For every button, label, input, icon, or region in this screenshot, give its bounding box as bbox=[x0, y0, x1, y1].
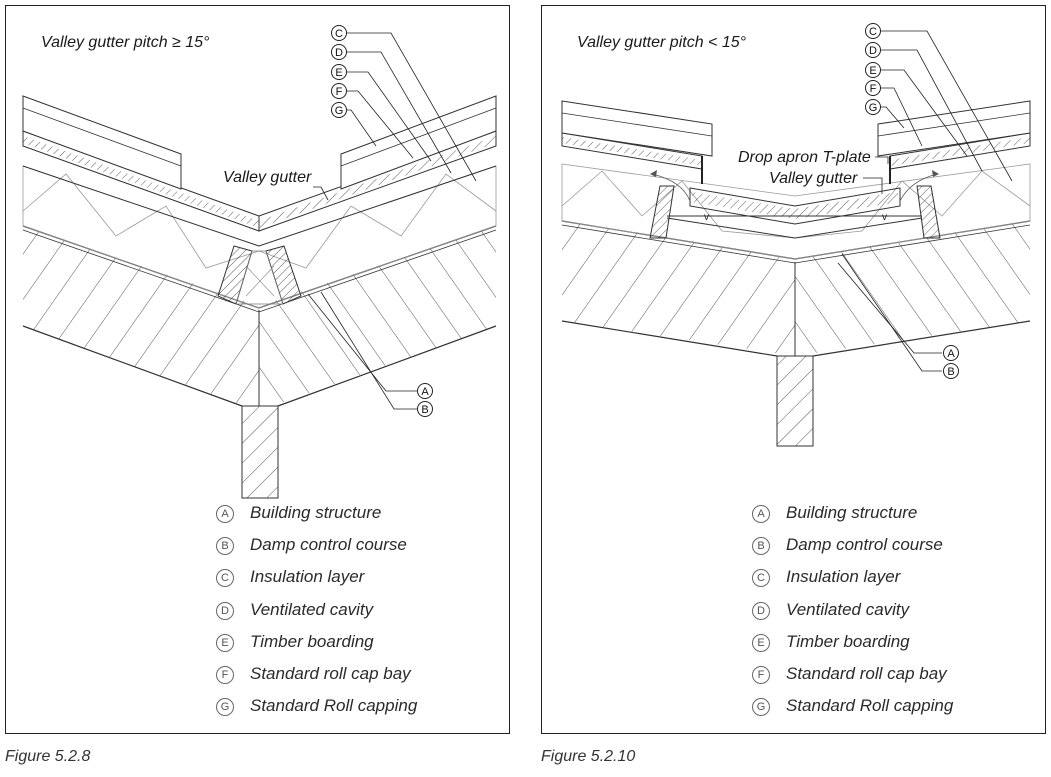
legend-key: G bbox=[216, 698, 234, 717]
marker-C: C bbox=[331, 25, 347, 41]
figure-caption: Figure 5.2.10 bbox=[541, 748, 636, 765]
marker-F: F bbox=[865, 80, 881, 96]
marker-B: B bbox=[943, 363, 959, 379]
drop-apron-label: Drop apron T-plate bbox=[738, 149, 871, 166]
svg-text:G: G bbox=[869, 102, 878, 114]
legend-label: Timber boarding bbox=[786, 631, 910, 651]
pitch-label: Valley gutter pitch < 15° bbox=[577, 34, 747, 51]
legend-label: Building structure bbox=[250, 503, 382, 522]
svg-text:A: A bbox=[421, 386, 429, 398]
marker-A: A bbox=[417, 383, 433, 399]
figure-panel-left: Valley gutter pitch ≥ 15° bbox=[5, 5, 510, 734]
legend-label: Standard Roll capping bbox=[786, 696, 954, 716]
legend-label: Insulation layer bbox=[250, 567, 365, 587]
legend-key: D bbox=[752, 601, 770, 620]
support-post bbox=[776, 355, 814, 447]
legend-label: Standard roll cap bay bbox=[786, 663, 947, 683]
svg-text:F: F bbox=[336, 86, 343, 98]
legend-label: Timber boarding bbox=[250, 631, 374, 651]
svg-text:C: C bbox=[335, 28, 343, 40]
legend-key: E bbox=[216, 633, 234, 652]
legend-key: A bbox=[752, 505, 770, 523]
legend-key: A bbox=[216, 505, 234, 523]
svg-text:B: B bbox=[421, 404, 428, 416]
marker-C: C bbox=[865, 23, 881, 39]
svg-text:F: F bbox=[870, 83, 877, 95]
marker-F: F bbox=[331, 83, 347, 99]
legend-label: Ventilated cavity bbox=[250, 599, 374, 619]
figure-panel-right: Valley gutter pitch < 15° bbox=[541, 5, 1046, 734]
svg-text:v: v bbox=[704, 212, 709, 223]
building-structure bbox=[562, 221, 1030, 356]
svg-text:v: v bbox=[882, 212, 887, 223]
marker-A: A bbox=[943, 345, 959, 361]
legend-key: D bbox=[216, 601, 234, 620]
svg-text:B: B bbox=[947, 366, 954, 378]
legend-key: E bbox=[752, 633, 770, 652]
marker-D: D bbox=[865, 42, 881, 58]
marker-D: D bbox=[331, 44, 347, 60]
pitch-label: Valley gutter pitch ≥ 15° bbox=[41, 34, 210, 51]
legend-label: Standard roll cap bay bbox=[250, 663, 411, 683]
legend-label: Building structure bbox=[786, 503, 918, 522]
legend-key: G bbox=[752, 698, 770, 717]
support-post bbox=[241, 405, 279, 499]
marker-E: E bbox=[331, 64, 347, 80]
legend-label: Ventilated cavity bbox=[786, 599, 910, 619]
marker-B: B bbox=[417, 401, 433, 417]
svg-text:E: E bbox=[869, 65, 876, 77]
legend-key: B bbox=[216, 537, 234, 556]
legend-key: B bbox=[752, 537, 770, 556]
legend-label: Damp control course bbox=[250, 535, 407, 555]
legend-label: Insulation layer bbox=[786, 567, 901, 587]
svg-text:D: D bbox=[869, 45, 877, 57]
valley-gutter-label: Valley gutter bbox=[769, 170, 858, 187]
svg-text:G: G bbox=[335, 105, 344, 117]
svg-text:E: E bbox=[335, 67, 342, 79]
legend-key: F bbox=[752, 665, 770, 684]
legend-key: C bbox=[752, 569, 770, 588]
marker-E: E bbox=[865, 62, 881, 78]
legend-label: Standard Roll capping bbox=[250, 696, 418, 716]
legend-key: F bbox=[216, 665, 234, 684]
valley-gutter-section-steep: Valley gutter C D E F G A B bbox=[22, 25, 497, 499]
svg-text:C: C bbox=[869, 26, 877, 38]
marker-G: G bbox=[865, 99, 881, 115]
svg-text:A: A bbox=[947, 348, 955, 360]
valley-gutter-section-shallow: v v bbox=[561, 23, 1031, 447]
legend-key: C bbox=[216, 569, 234, 588]
legend-label: Damp control course bbox=[786, 535, 943, 555]
svg-text:D: D bbox=[335, 47, 343, 59]
marker-G: G bbox=[331, 102, 347, 118]
figure-caption: Figure 5.2.8 bbox=[5, 748, 91, 765]
valley-gutter-label: Valley gutter bbox=[223, 169, 312, 186]
